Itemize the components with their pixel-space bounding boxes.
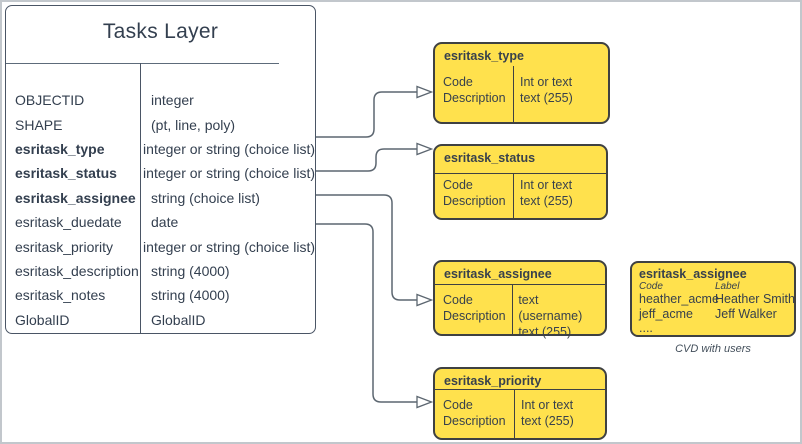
choice-box-header-divider	[433, 173, 608, 174]
field-name: esritask_description	[15, 262, 139, 279]
cvd-user-row: ....	[639, 321, 653, 335]
field-row: esritask_assignee string (choice list)	[6, 186, 315, 210]
choice-box-left-cells: Code Description	[443, 293, 506, 323]
connector-priority	[316, 223, 417, 403]
connector-assignee	[316, 194, 417, 301]
arrowhead-icon	[416, 85, 434, 99]
choice-box-header-divider	[433, 389, 607, 390]
field-name: esritask_assignee	[15, 189, 136, 206]
field-name: esritask_status	[15, 165, 117, 182]
field-row: OBJECTID integer	[6, 88, 315, 112]
cvd-user-row: jeff_acme Jeff Walker	[639, 306, 777, 321]
connector-status	[316, 148, 417, 172]
field-row: esritask_duedate date	[6, 210, 315, 234]
choice-box-divider	[513, 173, 514, 218]
field-row: SHAPE (pt, line, poly)	[6, 112, 315, 136]
field-row: esritask_description string (4000)	[6, 259, 315, 283]
field-name: GlobalID	[15, 311, 70, 328]
field-type: integer or string (choice list)	[143, 165, 315, 182]
arrowhead-icon	[416, 142, 434, 156]
field-type: (pt, line, poly)	[151, 116, 236, 133]
arrowhead-icon	[416, 293, 434, 307]
choice-box-esritask-status: esritask_status Code Description Int or …	[433, 144, 608, 220]
choice-box-esritask-type: esritask_type Code Description Int or te…	[433, 42, 610, 124]
cvd-column-headers: Code Label	[639, 281, 740, 292]
field-row: esritask_status integer or string (choic…	[6, 161, 315, 185]
cvd-users-box: esritask_assignee Code Label heather_acm…	[630, 261, 796, 337]
choice-box-right-cells: Int or text text (255)	[521, 398, 574, 428]
field-name: esritask_notes	[15, 287, 106, 304]
choice-box-esritask-priority: esritask_priority Code Description Int o…	[433, 367, 607, 440]
cvd-caption: CVD with users	[675, 343, 751, 355]
arrowhead-icon	[416, 395, 434, 409]
field-name: esritask_duedate	[15, 214, 122, 231]
title-divider	[6, 63, 279, 64]
choice-box-title: esritask_status	[444, 151, 536, 165]
choice-box-left-cells: Code Description	[443, 398, 506, 428]
column-divider	[140, 63, 141, 333]
choice-box-divider	[514, 389, 515, 438]
field-rows: OBJECTID integer SHAPE (pt, line, poly) …	[6, 88, 315, 332]
field-type: integer	[151, 92, 194, 109]
connector-type	[316, 91, 417, 138]
field-row: esritask_notes string (4000)	[6, 283, 315, 307]
field-type: string (choice list)	[151, 189, 260, 206]
field-type: string (4000)	[151, 262, 230, 279]
choice-box-divider	[512, 284, 513, 334]
choice-box-header-divider	[433, 284, 607, 285]
field-type: date	[151, 214, 179, 231]
choice-box-title: esritask_assignee	[444, 267, 552, 281]
cvd-user-row: heather_acme Heather Smith	[639, 292, 795, 306]
field-row: esritask_type integer or string (choice …	[6, 137, 315, 161]
field-row: esritask_priority integer or string (cho…	[6, 234, 315, 258]
field-row: GlobalID GlobalID	[6, 308, 315, 332]
field-type: string (4000)	[151, 287, 230, 304]
choice-box-divider	[513, 66, 514, 122]
choice-box-left-cells: Code Description	[443, 178, 506, 208]
field-type: integer or string (choice list)	[143, 140, 315, 157]
choice-box-left-cells: Code Description	[443, 75, 506, 105]
field-type: GlobalID	[151, 311, 206, 328]
tasks-layer-table: Tasks Layer OBJECTID integer SHAPE (pt, …	[5, 5, 316, 334]
table-title: Tasks Layer	[102, 20, 219, 43]
choice-box-right-cells: Int or text text (255)	[520, 75, 573, 105]
cvd-box-title: esritask_assignee	[639, 267, 747, 281]
field-name: SHAPE	[15, 116, 63, 133]
field-name: OBJECTID	[15, 92, 85, 109]
field-type: integer or string (choice list)	[143, 238, 315, 255]
choice-box-title: esritask_type	[444, 49, 524, 63]
choice-box-right-cells: text (username) text (255)	[518, 293, 583, 339]
field-name: esritask_type	[15, 140, 105, 157]
field-name: esritask_priority	[15, 238, 114, 255]
choice-box-title: esritask_priority	[444, 374, 542, 388]
choice-box-esritask-assignee: esritask_assignee Code Description text …	[433, 260, 607, 339]
choice-box-right-cells: Int or text text (255)	[520, 178, 573, 208]
